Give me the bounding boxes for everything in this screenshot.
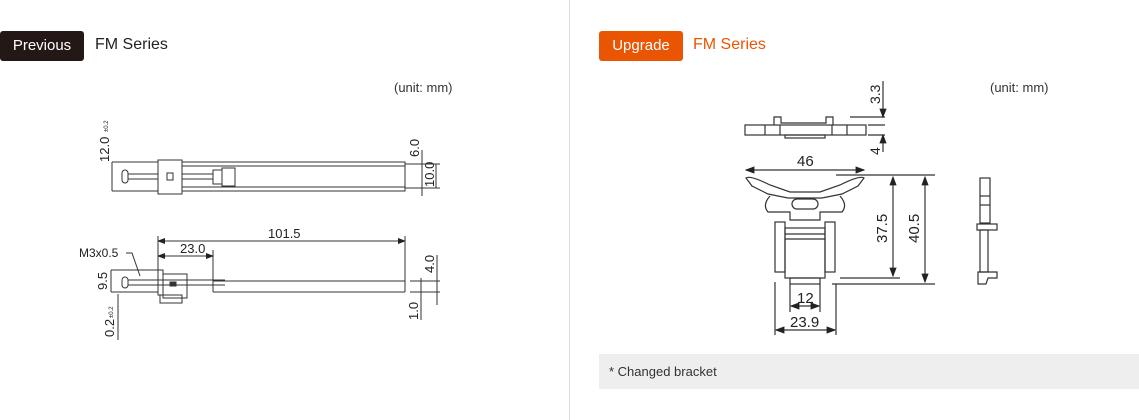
upgrade-front-view bbox=[744, 166, 935, 335]
previous-unit-label: (unit: mm) bbox=[394, 80, 453, 95]
change-note: * Changed bracket bbox=[599, 354, 1139, 389]
upgrade-side-view bbox=[976, 177, 998, 285]
dim-previous-gap: 0.2 bbox=[102, 319, 117, 337]
previous-badge: Previous bbox=[0, 31, 84, 61]
previous-side-view bbox=[110, 236, 440, 340]
dim-upgrade-top-b: 4 bbox=[867, 147, 883, 155]
dim-previous-screw: M3x0.5 bbox=[79, 246, 119, 260]
dim-upgrade-height-b: 40.5 bbox=[906, 214, 923, 243]
dim-upgrade-height-a: 37.5 bbox=[874, 214, 891, 243]
previous-series-title: FM Series bbox=[95, 36, 168, 53]
dim-upgrade-base-width: 23.9 bbox=[790, 314, 819, 331]
dim-previous-length: 101.5 bbox=[268, 226, 301, 241]
dim-upgrade-inner-width: 12 bbox=[797, 290, 814, 307]
change-note-text: * Changed bracket bbox=[609, 364, 717, 379]
upgrade-badge: Upgrade bbox=[599, 31, 683, 61]
panel-divider bbox=[569, 0, 570, 420]
dim-previous-height-top: 12.0 bbox=[97, 137, 112, 162]
dim-previous-right-top-b: 10.0 bbox=[422, 162, 437, 187]
dim-previous-offset: 23.0 bbox=[180, 241, 205, 256]
dim-previous-gap-tol: ±0.2 bbox=[109, 306, 115, 318]
dim-upgrade-top-a: 3.3 bbox=[867, 84, 883, 104]
dim-previous-height-top-tol: ±0.2 bbox=[104, 120, 110, 132]
dim-previous-right-top-a: 6.0 bbox=[407, 139, 422, 157]
dim-upgrade-width: 46 bbox=[797, 153, 814, 170]
upgrade-unit-label: (unit: mm) bbox=[990, 80, 1049, 95]
previous-top-view bbox=[111, 150, 440, 196]
dim-previous-height-side: 9.5 bbox=[95, 272, 110, 290]
dim-previous-right-side-b: 1.0 bbox=[406, 302, 421, 320]
dim-previous-right-side-a: 4.0 bbox=[422, 255, 437, 273]
upgrade-top-view bbox=[744, 81, 887, 152]
upgrade-series-title: FM Series bbox=[693, 36, 766, 53]
